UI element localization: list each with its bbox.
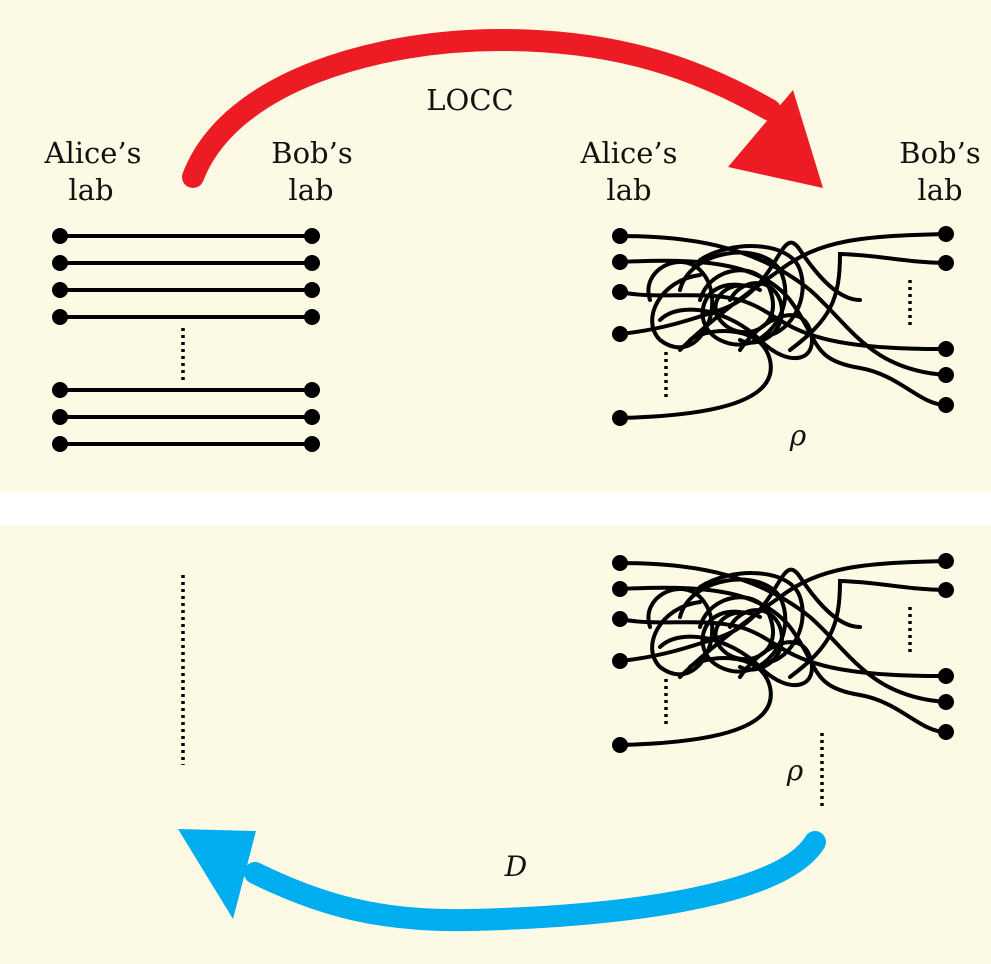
distillation-arrow-shaft	[244, 831, 826, 932]
bob-qubit-dot	[304, 255, 320, 271]
rho-label-top: ρ	[789, 419, 807, 452]
bob-qubit-dot	[304, 436, 320, 452]
alice-qubit-dot	[612, 737, 628, 753]
alice-qubit-dot	[52, 255, 68, 271]
bob-qubit-dot	[938, 397, 954, 413]
tangled-wire	[788, 251, 948, 352]
bob-qubit-dot	[938, 668, 954, 684]
mixed-state-tangle	[612, 226, 954, 426]
bottom-panel	[0, 525, 991, 964]
tangled-wire	[618, 329, 773, 420]
bob-qubit-dot	[938, 724, 954, 740]
distillation-label: D	[504, 850, 527, 883]
tangled-wire	[618, 656, 773, 747]
mixed-state-tangle-copies	[612, 553, 954, 753]
bob-qubit-dot	[938, 341, 954, 357]
tangled-wire	[728, 281, 784, 345]
alice-lab-label-right-line2: lab	[606, 173, 651, 207]
bob-qubit-dot	[304, 409, 320, 425]
bob-qubit-dot	[938, 226, 954, 242]
alice-lab-label-left-line2: lab	[68, 173, 113, 207]
alice-qubit-dot	[52, 409, 68, 425]
tangled-wire	[618, 234, 948, 377]
bob-lab-label-left-line2: lab	[288, 173, 333, 207]
tangled-wire	[698, 244, 805, 337]
bob-qubit-dot	[304, 382, 320, 398]
tangled-wire	[728, 608, 784, 672]
locc-arrow-shaft	[182, 28, 781, 188]
alice-lab-label-right-line1: Alice’s	[580, 136, 678, 170]
alice-qubit-dot	[612, 581, 628, 597]
locc-arrow-head	[728, 90, 823, 188]
distillation-arrow	[178, 829, 826, 932]
bob-qubit-dot	[938, 553, 954, 569]
alice-qubit-dot	[612, 410, 628, 426]
bob-qubit-dot	[304, 228, 320, 244]
alice-qubit-dot	[52, 436, 68, 452]
locc-arrow	[182, 28, 823, 188]
bob-qubit-dot	[938, 367, 954, 383]
bob-lab-label-left-line1: Bob’s	[271, 136, 352, 170]
alice-qubit-dot	[612, 284, 628, 300]
alice-qubit-dot	[612, 254, 628, 270]
bob-qubit-dot	[304, 309, 320, 325]
alice-qubit-dot	[52, 228, 68, 244]
bob-qubit-dot	[304, 282, 320, 298]
locc-label: LOCC	[426, 83, 513, 117]
rho-label-bottom: ρ	[786, 754, 804, 787]
alice-qubit-dot	[52, 309, 68, 325]
bob-qubit-dot	[938, 694, 954, 710]
alice-qubit-dot	[612, 228, 628, 244]
alice-qubit-dot	[612, 653, 628, 669]
tangled-wire	[788, 578, 948, 679]
alice-qubit-dot	[52, 382, 68, 398]
bob-qubit-dot	[938, 255, 954, 271]
tangled-wire	[618, 240, 862, 336]
bob-qubit-dot	[938, 582, 954, 598]
alice-qubit-dot	[612, 326, 628, 342]
bob-lab-label-right-line2: lab	[917, 173, 962, 207]
tangled-wire	[698, 571, 805, 664]
entangled-pairs	[52, 228, 320, 452]
alice-qubit-dot	[52, 282, 68, 298]
bob-lab-label-right-line1: Bob’s	[899, 136, 980, 170]
tangled-wire	[618, 567, 862, 663]
tangled-wire	[618, 561, 948, 704]
alice-lab-label-left-line1: Alice’s	[44, 136, 142, 170]
distillation-arrow-head	[178, 829, 256, 919]
alice-qubit-dot	[612, 611, 628, 627]
alice-qubit-dot	[612, 555, 628, 571]
